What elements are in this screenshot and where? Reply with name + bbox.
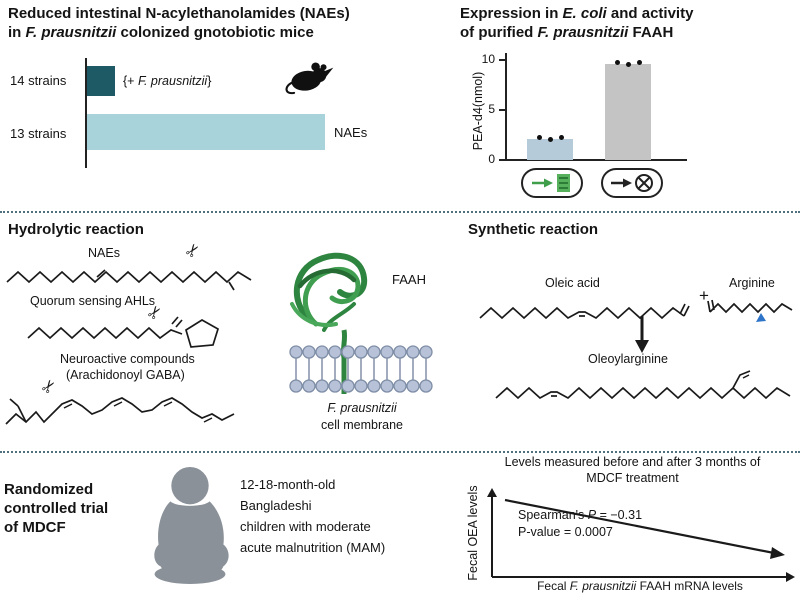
correlation-plot xyxy=(487,488,795,582)
neuro-structure-label-line1: Neuroactive compounds xyxy=(60,352,195,366)
species-name: F. prausnitzii xyxy=(327,401,397,415)
faah-chart-tick-label: 5 xyxy=(488,102,495,116)
title-line1-pre: Expression in xyxy=(460,5,563,22)
mouse-icon xyxy=(285,62,334,95)
trial-desc-line3: children with moderate xyxy=(240,519,371,534)
membrane-caption: F. prausnitzii cell membrane xyxy=(292,400,432,434)
ahl-structure-label: Quorum sensing AHLs xyxy=(30,294,156,308)
species-name: F. prausnitzii xyxy=(537,24,629,41)
oleic-acid-label: Oleic acid xyxy=(545,276,600,290)
mice-bar1-label: 14 strains xyxy=(10,73,67,88)
trial-desc-line1: 12-18-month-old xyxy=(240,477,336,492)
faah-chart-tick xyxy=(499,109,505,111)
title-line2-pre: in xyxy=(8,24,26,41)
reaction-arrow-down-icon xyxy=(635,316,649,353)
species-name: F. prausnitzii xyxy=(137,74,208,88)
faah-chart-yaxis xyxy=(505,53,507,161)
trial-desc-line2: Bangladeshi xyxy=(240,498,312,513)
ahl-structure xyxy=(27,316,220,348)
trial-desc-line4: acute malnutrition (MAM) xyxy=(240,540,386,555)
panel-synthetic-title: Synthetic reaction xyxy=(468,221,599,238)
faah-chart-tick xyxy=(499,59,505,61)
species-name: F. prausnitzii xyxy=(569,579,637,593)
mice-bar-13-strains xyxy=(87,114,325,150)
annotation-post: } xyxy=(207,74,212,88)
oleoylarginine-label: Oleoylarginine xyxy=(588,352,668,366)
oleic-acid-structure xyxy=(479,303,690,320)
title-line1-post: and activity xyxy=(606,5,694,22)
faah-chart-xaxis xyxy=(505,159,687,161)
mice-bar2-label: 13 strains xyxy=(10,126,67,141)
species-name: E. coli xyxy=(562,5,607,22)
oleoylarginine-structure xyxy=(495,370,791,400)
faah-protein-label: FAAH xyxy=(392,272,426,287)
ecoli-no-faah-icon xyxy=(601,168,663,198)
mice-bar2-annotation: NAEs xyxy=(334,125,368,140)
protein-ribbon xyxy=(290,252,368,332)
arginine-label: Arginine xyxy=(729,276,775,290)
data-points xyxy=(605,60,651,67)
arginine-structure xyxy=(707,299,793,322)
faah-chart-tick-label: 0 xyxy=(488,152,495,166)
annotation-pre: {+ xyxy=(123,74,138,88)
panel-ecoli-title: Expression in E. coli and activity of pu… xyxy=(460,4,693,42)
arachidonoyl-gaba-structure xyxy=(5,397,235,425)
faah-chart-tick xyxy=(499,159,505,161)
row-divider-top xyxy=(0,211,800,213)
mice-bar-14-strains xyxy=(87,66,115,96)
faah-bar-expressing xyxy=(527,135,573,160)
naes-structure-label: NAEs xyxy=(88,246,120,260)
row-divider-bottom xyxy=(0,451,800,453)
plus-sign: + xyxy=(699,286,709,305)
naes-structure xyxy=(6,269,252,291)
panel-hydrolytic-title: Hydrolytic reaction xyxy=(8,221,144,238)
isotope-label-marker xyxy=(756,313,766,322)
mice-chart-axis xyxy=(85,58,87,168)
faah-chart-plot-area xyxy=(507,59,687,160)
panel-trial-title: Randomized controlled trial of MDCF xyxy=(4,480,108,537)
neuro-structure-label-line2: (Arachidonoyl GABA) xyxy=(66,368,185,382)
faah-chart-tick-label: 10 xyxy=(481,52,495,66)
trial-title-line3: of MDCF xyxy=(4,519,66,536)
title-line1: Reduced intestinal N-acylethanolamides (… xyxy=(8,5,350,22)
faah-protein-and-membrane-illustration xyxy=(289,252,433,394)
trend-arrowhead xyxy=(770,547,785,559)
species-name: F. prausnitzii xyxy=(25,24,117,41)
ecoli-expressing-faah-icon xyxy=(521,168,583,198)
lipid-heads xyxy=(289,345,433,393)
xlabel-pre: Fecal xyxy=(537,579,570,593)
correlation-header-line1: Levels measured before and after 3 month… xyxy=(504,455,761,469)
x-axis-arrowhead xyxy=(786,572,795,582)
y-axis-arrowhead xyxy=(487,488,497,497)
trial-title-line1: Randomized xyxy=(4,481,94,498)
title-line2-post: colonized gnotobiotic mice xyxy=(116,24,314,41)
correlation-xlabel: Fecal F. prausnitzii FAAH mRNA levels xyxy=(495,579,785,593)
spearman-stat: Spearman's P = −0.31 xyxy=(518,508,642,522)
trial-description: 12-18-month-old Bangladeshi children wit… xyxy=(240,474,385,558)
faah-bar-control xyxy=(605,60,651,160)
lipid-tails xyxy=(295,358,427,380)
data-points xyxy=(527,135,573,142)
xlabel-post: FAAH mRNA levels xyxy=(636,579,743,593)
baby-silhouette-icon xyxy=(154,466,229,584)
mice-bar1-annotation: {+ F. prausnitzii} xyxy=(123,74,211,88)
membrane-caption-line2: cell membrane xyxy=(321,418,403,432)
title-line2-pre: of purified xyxy=(460,24,538,41)
title-line2-post: FAAH xyxy=(628,24,674,41)
stat-pre: Spearman's xyxy=(518,508,588,522)
stat-symbol: P xyxy=(587,508,597,522)
correlation-header-line2: MDCF treatment xyxy=(586,471,679,485)
trial-title-line2: controlled trial xyxy=(4,500,109,517)
pvalue-stat: P-value = 0.0007 xyxy=(518,525,613,539)
panel-mice-title: Reduced intestinal N-acylethanolamides (… xyxy=(8,4,350,42)
stat-post: = −0.31 xyxy=(596,508,643,522)
